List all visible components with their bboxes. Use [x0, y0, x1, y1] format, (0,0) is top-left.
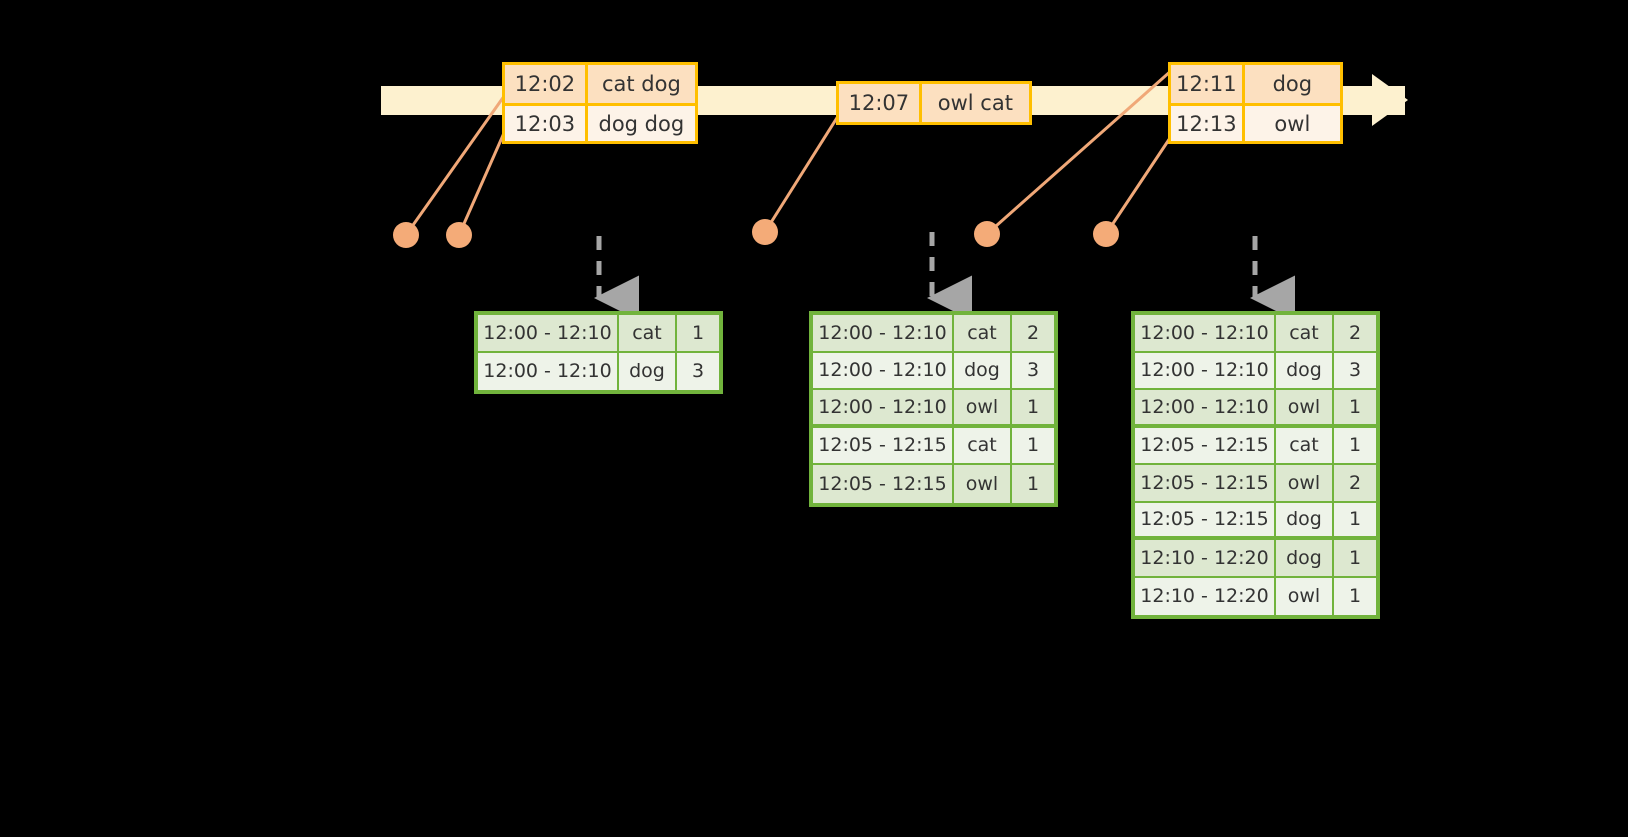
- cell-window: 12:00 - 12:10: [813, 390, 954, 424]
- event-time: 12:13: [1171, 106, 1245, 141]
- cell-window: 12:05 - 12:15: [813, 465, 954, 503]
- event-time: 12:11: [1171, 65, 1245, 103]
- cell-count: 2: [1348, 471, 1362, 494]
- cell-count: 1: [1348, 546, 1362, 569]
- event-time: 12:02: [505, 65, 588, 103]
- cell-word: cat: [1276, 315, 1334, 351]
- connector-dot-4: [974, 221, 1000, 247]
- cell-window: 12:00 - 12:10: [478, 352, 619, 390]
- event-row: 12:07 owl cat: [839, 84, 1029, 122]
- event-row: 12:02 cat dog: [505, 65, 695, 103]
- event-time: 12:03: [505, 106, 588, 141]
- event-box-2[interactable]: 12:07 owl cat: [836, 81, 1032, 125]
- connector-line-5: [1104, 134, 1174, 235]
- cell-word: dog: [1276, 352, 1334, 388]
- cell-window: 12:05 - 12:15: [813, 427, 954, 463]
- event-box-1[interactable]: 12:02 cat dog 12:03 dog dog: [502, 62, 698, 144]
- cell-count: 1: [1348, 585, 1362, 608]
- cell-word: dog: [619, 352, 677, 390]
- connector-dot-2: [446, 222, 472, 248]
- cell-window: 12:00 - 12:10: [1135, 315, 1276, 351]
- cell-count: 3: [1026, 359, 1040, 382]
- cell-word: cat: [1276, 427, 1334, 463]
- cell-window: 12:05 - 12:15: [1135, 502, 1276, 536]
- event-box-3[interactable]: 12:11 dog 12:13 owl: [1168, 62, 1343, 144]
- connector-line-3: [763, 112, 842, 233]
- event-words: owl cat: [937, 91, 1013, 115]
- cell-count: 1: [1026, 434, 1040, 457]
- cell-word: owl: [1276, 390, 1334, 424]
- cell-window: 12:10 - 12:20: [1135, 577, 1276, 615]
- event-words: dog dog: [598, 111, 685, 136]
- event-row: 12:13 owl: [1171, 103, 1340, 141]
- event-words: owl: [1274, 111, 1311, 136]
- cell-window: 12:00 - 12:10: [813, 352, 954, 388]
- cell-window: 12:10 - 12:20: [1135, 540, 1276, 576]
- cell-word: cat: [619, 315, 677, 351]
- cell-word: owl: [1276, 465, 1334, 501]
- connector-dot-5: [1093, 221, 1119, 247]
- event-words: dog: [1272, 72, 1313, 96]
- cell-window: 12:05 - 12:15: [1135, 465, 1276, 501]
- cell-window: 12:00 - 12:10: [813, 315, 954, 351]
- cell-count: 3: [691, 360, 705, 383]
- event-row: 12:11 dog: [1171, 65, 1340, 103]
- connector-dot-1: [393, 222, 419, 248]
- cell-count: 3: [1348, 359, 1362, 382]
- cell-count: 2: [1026, 321, 1040, 344]
- event-time: 12:07: [839, 84, 922, 122]
- cell-count: 2: [1348, 321, 1362, 344]
- cell-word: cat: [954, 315, 1012, 351]
- connector-dots: [393, 219, 1119, 248]
- event-words: cat dog: [601, 72, 681, 96]
- cell-window: 12:00 - 12:10: [478, 315, 619, 351]
- cell-count: 1: [1348, 395, 1362, 418]
- cell-word: owl: [1276, 577, 1334, 615]
- connector-line-2: [457, 132, 506, 236]
- cell-word: owl: [954, 465, 1012, 503]
- cell-word: owl: [954, 390, 1012, 424]
- flow-arrows: [594, 232, 1295, 321]
- cell-word: dog: [1276, 540, 1334, 576]
- cell-count: 1: [1348, 508, 1362, 531]
- cell-count: 1: [691, 321, 705, 344]
- connector-dot-3: [752, 219, 778, 245]
- cell-count: 1: [1026, 472, 1040, 495]
- cell-word: dog: [954, 352, 1012, 388]
- cell-count: 1: [1026, 395, 1040, 418]
- cell-window: 12:00 - 12:10: [1135, 390, 1276, 424]
- cell-word: dog: [1276, 502, 1334, 536]
- event-row: 12:03 dog dog: [505, 103, 695, 141]
- cell-window: 12:00 - 12:10: [1135, 352, 1276, 388]
- cell-window: 12:05 - 12:15: [1135, 427, 1276, 463]
- timeline-arrow-head-icon: [1372, 74, 1408, 126]
- cell-word: cat: [954, 427, 1012, 463]
- cell-count: 1: [1348, 434, 1362, 457]
